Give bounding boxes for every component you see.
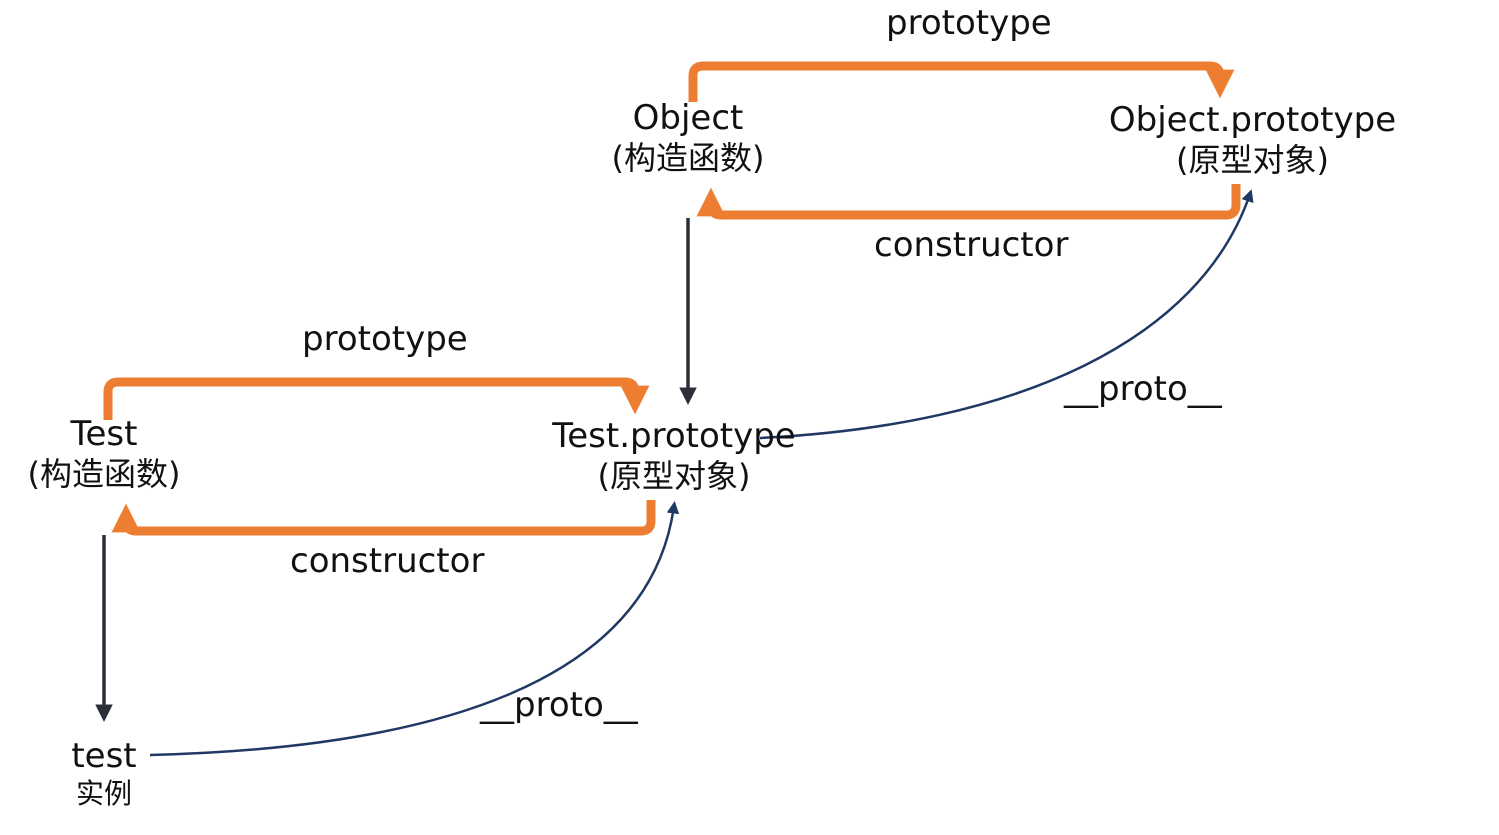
test-prototype-node: Test.prototype (原型对象) [530, 416, 818, 495]
test-prototype-name: Test.prototype [552, 416, 796, 456]
object-constructor-name: Object [632, 98, 744, 138]
test-instance-node: test 实例 [54, 736, 154, 810]
test-constructor-desc: (构造函数) [27, 454, 181, 493]
instance-proto-chain-arrow [149, 501, 680, 757]
test-instance-name: test [71, 736, 137, 776]
test-constructor-name: Test [70, 414, 138, 454]
object-prototype-arrow [688, 61, 1235, 102]
testproto-proto-label: __proto__ [1064, 369, 1222, 409]
object-prototype-label: prototype [886, 3, 1052, 43]
test-prototype-label: prototype [302, 319, 468, 359]
object-constructor-label: constructor [874, 225, 1069, 265]
test-constructor-label: constructor [290, 541, 485, 581]
instance-proto-label: __proto__ [480, 685, 638, 725]
object-prototype-desc: (原型对象) [1176, 140, 1329, 179]
object-constructor-desc: (构造函数) [611, 138, 765, 177]
test-constructor-node: Test (构造函数) [4, 414, 204, 493]
test-prototype-arrow [103, 377, 650, 420]
testproto-proto-chain-arrow [759, 189, 1254, 440]
object-constructor-arrow [696, 184, 1241, 220]
object-prototype-node: Object.prototype (原型对象) [1100, 100, 1405, 179]
object-prototype-name: Object.prototype [1108, 100, 1397, 140]
object-constructor-node: Object (构造函数) [588, 98, 788, 177]
test-constructor-arrow [111, 500, 656, 536]
test-prototype-desc: (原型对象) [597, 456, 751, 495]
test-instance-desc: 实例 [75, 776, 132, 810]
